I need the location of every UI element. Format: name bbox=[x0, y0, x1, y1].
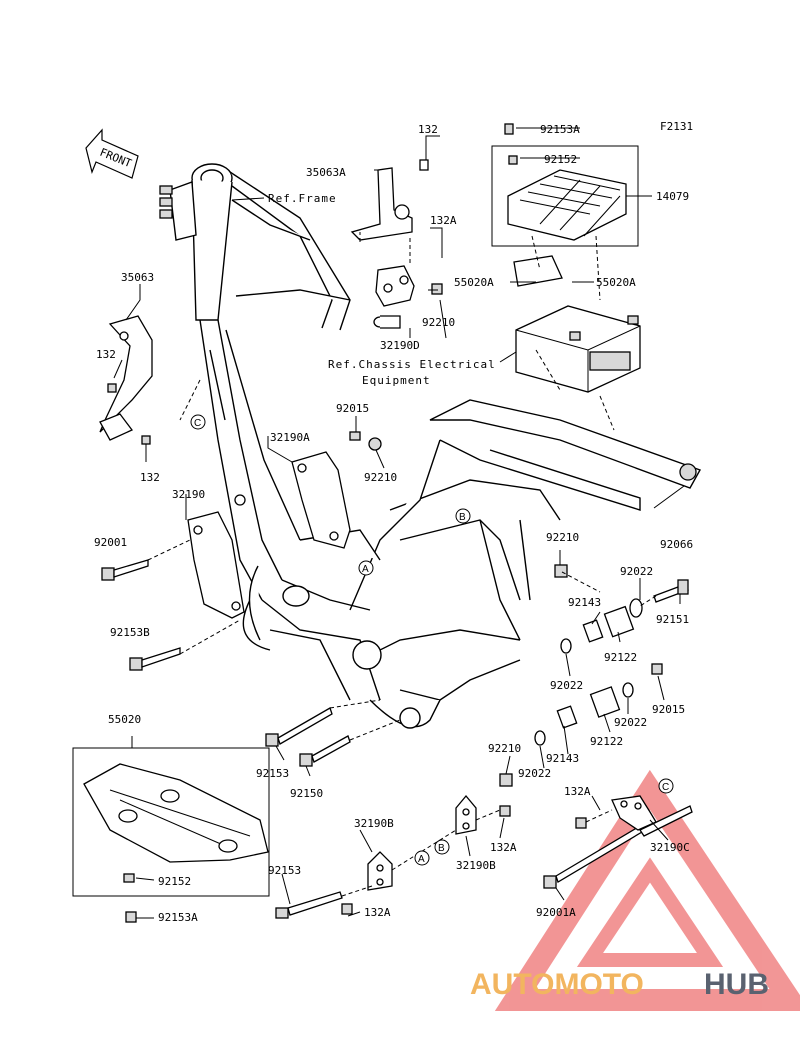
callout-132-top: 132 bbox=[418, 123, 438, 136]
svg-text:A: A bbox=[362, 564, 369, 575]
callout-32190C: 32190C bbox=[650, 841, 690, 854]
engine-bracket-32190A bbox=[291, 431, 382, 549]
callout-35063: 35063 bbox=[121, 271, 154, 284]
main-frame bbox=[159, 163, 702, 729]
bolt-92153B bbox=[129, 647, 181, 671]
callout-55020A-left: 55020A bbox=[454, 276, 494, 289]
callout-92022-top: 92022 bbox=[620, 565, 653, 578]
svg-text:B: B bbox=[438, 843, 445, 854]
callout-92210-d: 92210 bbox=[488, 742, 521, 755]
callout-32190: 32190 bbox=[172, 488, 205, 501]
bracket-35063 bbox=[99, 315, 153, 445]
watermark-hub: HUB bbox=[704, 968, 769, 1001]
svg-text:C: C bbox=[662, 782, 669, 793]
engine-bracket-32190 bbox=[187, 494, 246, 619]
bolt-92153-lower bbox=[275, 891, 343, 919]
callout-92143-bot: 92143 bbox=[546, 752, 579, 765]
ref-chassis-label-2: Equipment bbox=[362, 374, 431, 387]
callout-92152-bot: 92152 bbox=[158, 875, 191, 888]
callout-14079: 14079 bbox=[656, 190, 689, 203]
callout-132-left: 132 bbox=[96, 348, 116, 361]
bracket-32190D bbox=[373, 265, 443, 329]
callout-55020: 55020 bbox=[108, 713, 141, 726]
watermark-logo bbox=[494, 769, 800, 1011]
callout-32190D: 32190D bbox=[380, 339, 420, 352]
callout-132A-bot: 132A bbox=[364, 906, 391, 919]
callout-labels: 132 92153A 92152 14079 35063A 132A 55020… bbox=[94, 123, 693, 924]
bracket-32190C bbox=[575, 795, 657, 831]
bolt-92153 bbox=[265, 707, 333, 747]
diagram-code: F2131 bbox=[660, 120, 693, 133]
ref-chassis-label-1: Ref.Chassis Electrical bbox=[328, 358, 496, 371]
svg-text:A: A bbox=[418, 854, 425, 865]
callout-32190A: 32190A bbox=[270, 431, 310, 444]
battery-case-14079 bbox=[491, 123, 639, 287]
ref-frame-leader bbox=[231, 197, 265, 201]
marker-b-low: B bbox=[434, 839, 450, 855]
front-arrow-icon: FRONT bbox=[85, 128, 139, 179]
callout-92151: 92151 bbox=[656, 613, 689, 626]
spacers-right bbox=[499, 564, 689, 787]
watermark-text: AUTOMOTO HUB bbox=[470, 968, 769, 1001]
bracket-35063A bbox=[350, 159, 429, 241]
marker-a-low: A bbox=[414, 850, 430, 866]
callout-92122-bot: 92122 bbox=[590, 735, 623, 748]
callout-132-lower: 132 bbox=[140, 471, 160, 484]
bolt-92001 bbox=[101, 559, 149, 581]
battery bbox=[515, 305, 641, 393]
svg-text:B: B bbox=[459, 512, 466, 523]
callout-35063A: 35063A bbox=[306, 166, 346, 179]
bracket-32190B-lower bbox=[341, 851, 393, 915]
callout-92143-top: 92143 bbox=[568, 596, 601, 609]
marker-a-mid: A bbox=[358, 560, 374, 576]
marker-b-mid: B bbox=[455, 508, 471, 524]
callout-92153-mid: 92153 bbox=[256, 767, 289, 780]
bolt-92150 bbox=[299, 735, 351, 767]
callout-92022-bot: 92022 bbox=[518, 767, 551, 780]
dashed-guides bbox=[147, 232, 657, 897]
callout-92152-top: 92152 bbox=[544, 153, 577, 166]
bolt-92001A bbox=[543, 805, 693, 889]
callout-32190B-top: 32190B bbox=[354, 817, 394, 830]
callout-92001: 92001 bbox=[94, 536, 127, 549]
leader-lines bbox=[113, 127, 685, 919]
callout-92210-b: 92210 bbox=[364, 471, 397, 484]
callout-92210-c: 92210 bbox=[546, 531, 579, 544]
callout-132A-top: 132A bbox=[430, 214, 457, 227]
callout-92022-r: 92022 bbox=[614, 716, 647, 729]
callout-92150: 92150 bbox=[290, 787, 323, 800]
callout-92153B: 92153B bbox=[110, 626, 150, 639]
callout-92153A-bot: 92153A bbox=[158, 911, 198, 924]
callout-92015-mid: 92015 bbox=[652, 703, 685, 716]
callout-132A-r: 132A bbox=[564, 785, 591, 798]
marker-c-top: C bbox=[190, 414, 206, 430]
callout-92210-a: 92210 bbox=[422, 316, 455, 329]
callout-132A-mid: 132A bbox=[490, 841, 517, 854]
bracket-32190B-upper bbox=[455, 794, 511, 835]
watermark-auto: AUTOMOTO bbox=[470, 968, 644, 1001]
callout-92001A: 92001A bbox=[536, 906, 576, 919]
callout-92153: 92153 bbox=[268, 864, 301, 877]
svg-text:C: C bbox=[194, 418, 201, 429]
marker-c-low: C bbox=[658, 778, 674, 794]
callout-92122-top: 92122 bbox=[604, 651, 637, 664]
ref-frame-label: Ref.Frame bbox=[268, 192, 337, 205]
callout-92022-mid: 92022 bbox=[550, 679, 583, 692]
callout-92153A-top: 92153A bbox=[540, 123, 580, 136]
skid-plate-55020 bbox=[72, 747, 270, 923]
callout-55020A-right: 55020A bbox=[596, 276, 636, 289]
callout-92066: 92066 bbox=[660, 538, 693, 551]
callout-92015-top: 92015 bbox=[336, 402, 369, 415]
callout-32190B-bot: 32190B bbox=[456, 859, 496, 872]
